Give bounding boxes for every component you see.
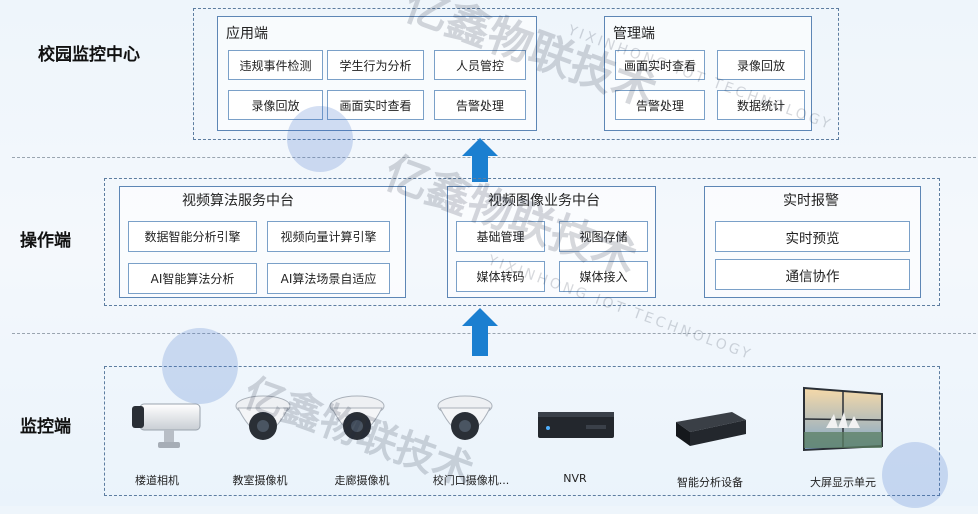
device-label: 走廊摄像机 [334, 474, 390, 487]
alarm-item[interactable]: 通信协作 [715, 259, 910, 290]
image-item[interactable]: 媒体接入 [559, 261, 648, 292]
mgmt-item[interactable]: 告警处理 [615, 90, 705, 120]
algo-panel: 视频算法服务中台 数据智能分析引擎 视频向量计算引擎 AI智能算法分析 AI算法… [119, 186, 406, 298]
mgmt-item[interactable]: 录像回放 [717, 50, 805, 80]
app-item[interactable]: 学生行为分析 [327, 50, 424, 80]
app-panel: 应用端 违规事件检测 学生行为分析 人员管控 录像回放 画面实时查看 告警处理 [217, 16, 537, 131]
device-label: NVR [563, 472, 587, 485]
device-label: 校门口摄像机... [432, 474, 510, 487]
nvr-icon [538, 412, 614, 438]
app-item[interactable]: 人员管控 [434, 50, 526, 80]
app-item[interactable]: 告警处理 [434, 90, 526, 120]
tier-divider-top [12, 157, 976, 158]
dome-camera-icon [235, 395, 291, 440]
mgmt-item[interactable]: 数据统计 [717, 90, 805, 120]
bullet-camera-icon [132, 403, 201, 448]
device-label: 楼道相机 [135, 474, 179, 487]
tier-label-middle: 操作端 [20, 231, 71, 251]
alarm-panel: 实时报警 实时预览 通信协作 [704, 186, 921, 298]
mgmt-panel: 管理端 画面实时查看 录像回放 告警处理 数据统计 [604, 16, 812, 131]
image-panel: 视频图像业务中台 基础管理 视图存储 媒体转码 媒体接入 [447, 186, 656, 298]
algo-item[interactable]: AI智能算法分析 [128, 263, 257, 294]
monitoring-center-box [193, 8, 839, 140]
algo-item[interactable]: 视频向量计算引擎 [267, 221, 390, 252]
mgmt-item[interactable]: 画面实时查看 [615, 50, 705, 80]
mgmt-panel-title: 管理端 [613, 26, 655, 42]
device-label: 教室摄像机 [232, 474, 288, 487]
image-panel-title: 视频图像业务中台 [488, 193, 600, 209]
app-panel-title: 应用端 [226, 26, 268, 42]
image-item[interactable]: 媒体转码 [456, 261, 545, 292]
display-wall-icon [803, 386, 883, 452]
app-item[interactable]: 录像回放 [228, 90, 323, 120]
analysis-device-icon [676, 412, 746, 446]
tier-label-bottom: 监控端 [20, 417, 71, 437]
dome-camera-icon [329, 395, 385, 440]
app-item[interactable]: 违规事件检测 [228, 50, 323, 80]
alarm-panel-title: 实时报警 [783, 193, 839, 209]
device-label: 智能分析设备 [677, 476, 743, 489]
arrow-up-icon [462, 308, 498, 356]
algo-panel-title: 视频算法服务中台 [182, 193, 294, 209]
app-item[interactable]: 画面实时查看 [327, 90, 424, 120]
arrow-up-icon [462, 138, 498, 182]
device-label: 大屏显示单元 [810, 476, 876, 489]
algo-item[interactable]: AI算法场景自适应 [267, 263, 390, 294]
alarm-item[interactable]: 实时预览 [715, 221, 910, 252]
dome-camera-icon [437, 395, 493, 440]
image-item[interactable]: 基础管理 [456, 221, 545, 252]
operation-box [104, 178, 940, 306]
monitor-box [104, 366, 940, 496]
tier-label-top: 校园监控中心 [38, 45, 140, 65]
tier-divider-bottom [12, 333, 976, 334]
image-item[interactable]: 视图存储 [559, 221, 648, 252]
algo-item[interactable]: 数据智能分析引擎 [128, 221, 257, 252]
